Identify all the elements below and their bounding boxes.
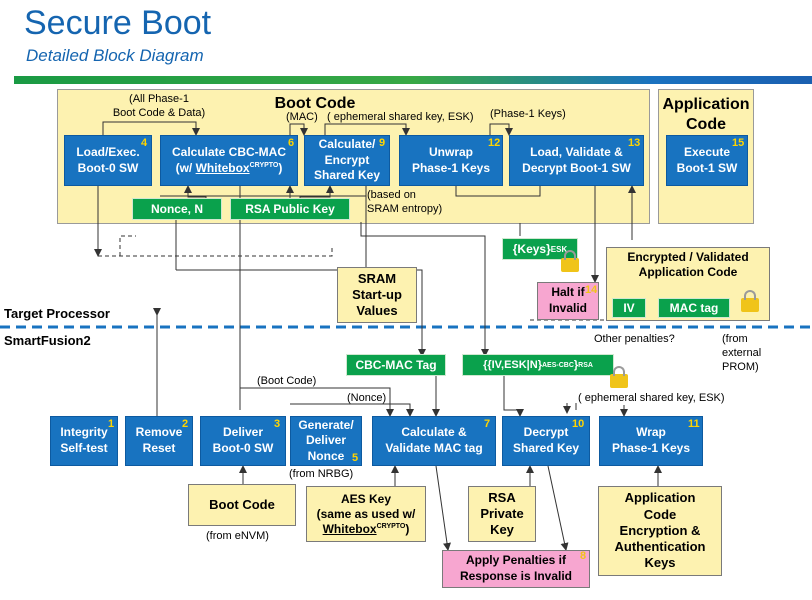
aes-key-tail: ) <box>405 521 410 536</box>
whitebox-text: Whitebox <box>195 160 250 175</box>
remove-reset-box: Remove Reset <box>125 416 193 466</box>
lock-icon <box>561 250 579 272</box>
aes-key-label: AES Key (same as used w/ WhiteboxCRYPTO) <box>317 492 416 537</box>
step-number: 2 <box>182 418 189 430</box>
iv-box: IV <box>612 298 646 318</box>
keys-esk-text: {Keys} <box>512 242 551 256</box>
integrity-self-test-box: Integrity Self-test <box>50 416 118 466</box>
step-number: 11 <box>688 418 700 430</box>
page-subtitle: Detailed Block Diagram <box>26 46 204 65</box>
iv-esk-text: {{IV,ESK|N} <box>483 359 542 371</box>
remove-reset-label: Remove Reset <box>135 425 183 455</box>
from-envm-annotation: (from eNVM) <box>206 530 269 542</box>
halt-label: Halt if Invalid <box>548 285 587 315</box>
halt-if-invalid-box: Halt if Invalid <box>537 282 599 320</box>
nonce-annotation: (Nonce) <box>347 392 387 404</box>
load-validate-decrypt-box: Load, Validate & Decrypt Boot-1 SW <box>509 135 644 186</box>
unwrap-label: Unwrap Phase-1 Keys <box>411 144 491 175</box>
app-keys-label: Application Code Encryption & Authentica… <box>614 490 706 571</box>
iv-esk-tail: } <box>573 359 579 371</box>
execute-boot1-box: Execute Boot-1 SW <box>666 135 748 186</box>
calc-cbc-label: Calculate CBC-MAC (w/ WhiteboxCRYPTO) <box>172 145 286 176</box>
step-number: 15 <box>732 137 745 149</box>
rsa-priv-label: RSA Private Key <box>480 489 524 538</box>
step-number: 5 <box>352 452 359 464</box>
rsa-public-key-box: RSA Public Key <box>230 198 350 220</box>
iv-esk-sub: AES-CBC <box>541 361 574 369</box>
step-number: 1 <box>108 418 115 430</box>
iv-esk-sub2: RSA <box>578 361 593 369</box>
step-number: 3 <box>274 418 281 430</box>
apply-penalties-box: Apply Penalties if Response is Invalid <box>442 550 590 588</box>
phase1-keys-annotation: (Phase-1 Keys) <box>490 108 566 120</box>
decrypt-shared-key-box: Decrypt Shared Key <box>502 416 590 466</box>
nonce-box: Nonce, N <box>132 198 222 220</box>
step-number: 7 <box>484 418 491 430</box>
other-penalties-annotation: Other penalties? <box>594 333 675 345</box>
rsa-private-key-box: RSA Private Key <box>468 486 536 542</box>
penalties-label: Apply Penalties if Response is Invalid <box>459 553 573 583</box>
aes-key-text: AES Key (same as used w/ <box>316 491 416 521</box>
page-title: Secure Boot <box>24 4 212 42</box>
cbc-mac-tag-box: CBC-MAC Tag <box>346 354 446 376</box>
sram-entropy-annotation: (based on SRAM entropy) <box>367 189 443 215</box>
integrity-label: Integrity Self-test <box>60 425 108 455</box>
lock-icon <box>610 366 628 388</box>
app-code-region-title: Application Code <box>662 96 750 133</box>
step-number: 12 <box>488 137 501 149</box>
execute-label: Execute Boot-1 SW <box>676 144 738 175</box>
crypto-sup: CRYPTO <box>249 161 279 169</box>
calc-cbc-mac-box: Calculate CBC-MAC (w/ WhiteboxCRYPTO) <box>160 135 298 186</box>
calc-validate-mac-box: Calculate & Validate MAC tag <box>372 416 496 466</box>
calc-validate-label: Calculate & Validate MAC tag <box>385 425 483 455</box>
crypto-sup: CRYPTO <box>376 522 406 530</box>
sram-startup-box: SRAM Start-up Values <box>337 267 417 323</box>
step-number: 14 <box>585 284 598 296</box>
aes-key-box: AES Key (same as used w/ WhiteboxCRYPTO) <box>306 486 426 542</box>
keys-esk-sub: ESK <box>550 244 568 254</box>
calc-cbc-tail: ) <box>278 160 283 175</box>
boot-code-region-title: Boot Code <box>274 95 356 112</box>
ephemeral-key-annotation-bottom: ( ephemeral shared key, ESK) <box>578 392 725 404</box>
boot-code-source-box: Boot Code <box>188 484 296 526</box>
from-prom-annotation: (from external PROM) <box>722 333 762 373</box>
deliver-boot0-box: Deliver Boot-0 SW <box>200 416 286 466</box>
generate-deliver-nonce-box: Generate/ Deliver Nonce <box>290 416 362 466</box>
step-number: 8 <box>580 550 587 562</box>
step-number: 4 <box>141 137 148 149</box>
calc-cbc-text: Calculate CBC-MAC (w/ <box>171 144 286 175</box>
step-number: 6 <box>288 137 295 149</box>
wrap-label: Wrap Phase-1 Keys <box>611 425 691 455</box>
calc-encrypt-shared-key-box: Calculate/ Encrypt Shared Key <box>304 135 390 186</box>
load-exec-boot0-box: Load/Exec. Boot-0 SW <box>64 135 152 186</box>
ephemeral-key-annotation-top: ( ephemeral shared key, ESK) <box>327 111 474 123</box>
calc-encrypt-label: Calculate/ Encrypt Shared Key <box>313 137 381 183</box>
header-bar <box>14 76 812 84</box>
step-number: 9 <box>379 137 386 149</box>
deliver-boot0-label: Deliver Boot-0 SW <box>212 425 274 455</box>
sram-label: SRAM Start-up Values <box>352 270 402 319</box>
gen-nonce-label: Generate/ Deliver Nonce <box>298 417 354 463</box>
mac-tag-box: MAC tag <box>658 298 730 318</box>
lock-icon <box>741 290 759 312</box>
app-code-keys-box: Application Code Encryption & Authentica… <box>598 486 722 576</box>
whitebox-text: Whitebox <box>322 521 377 536</box>
wrap-phase1-keys-box: Wrap Phase-1 Keys <box>599 416 703 466</box>
enc-app-label: Encrypted / Validated Application Code <box>627 250 749 279</box>
decrypt-shared-label: Decrypt Shared Key <box>512 425 580 455</box>
smartfusion2-label: SmartFusion2 <box>4 333 91 348</box>
load-exec-label: Load/Exec. Boot-0 SW <box>76 144 140 175</box>
keys-esk-box: {Keys}ESK <box>502 238 578 260</box>
load-validate-label: Load, Validate & Decrypt Boot-1 SW <box>522 144 631 175</box>
step-number: 10 <box>572 418 585 430</box>
boot-code-annotation: (Boot Code) <box>257 375 317 387</box>
step-number: 13 <box>628 137 641 149</box>
all-phase1-annotation: (All Phase-1 Boot Code & Data) <box>112 93 206 119</box>
from-nrbg-annotation: (from NRBG) <box>289 468 354 480</box>
unwrap-phase1-keys-box: Unwrap Phase-1 Keys <box>399 135 503 186</box>
mac-annotation: (MAC) <box>286 111 318 123</box>
iv-esk-n-box: {{IV,ESK|N}AES-CBC}RSA <box>462 354 614 376</box>
target-processor-label: Target Processor <box>4 306 110 321</box>
